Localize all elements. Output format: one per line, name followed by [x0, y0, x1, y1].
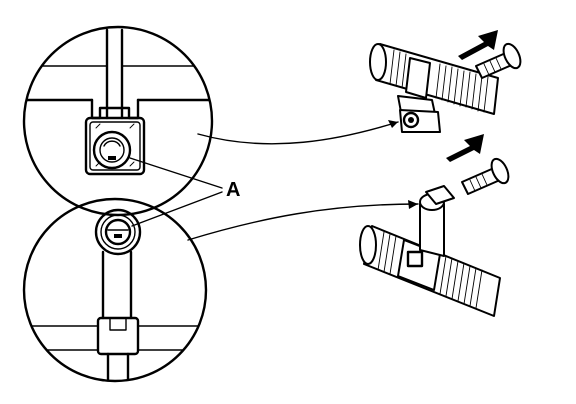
upper-bolt: [475, 42, 522, 79]
callout-label-text: A: [226, 179, 240, 201]
install-direction-arrow-icon: [446, 134, 484, 162]
lower-pipe-assembly: [359, 185, 501, 317]
top-detail-circle: [22, 25, 214, 217]
install-direction-arrow-icon: [458, 30, 498, 60]
bolt-icon: [475, 42, 522, 79]
bottom-detail-circle: [22, 197, 208, 383]
callout-label-a: A: [226, 179, 240, 201]
bolt-icon: [461, 157, 510, 195]
leader-lines: [129, 120, 419, 241]
lower-bolt: [461, 157, 510, 195]
upper-pipe-assembly: [369, 43, 499, 133]
lower-arrow: [446, 134, 484, 162]
upper-arrow: [458, 30, 498, 60]
